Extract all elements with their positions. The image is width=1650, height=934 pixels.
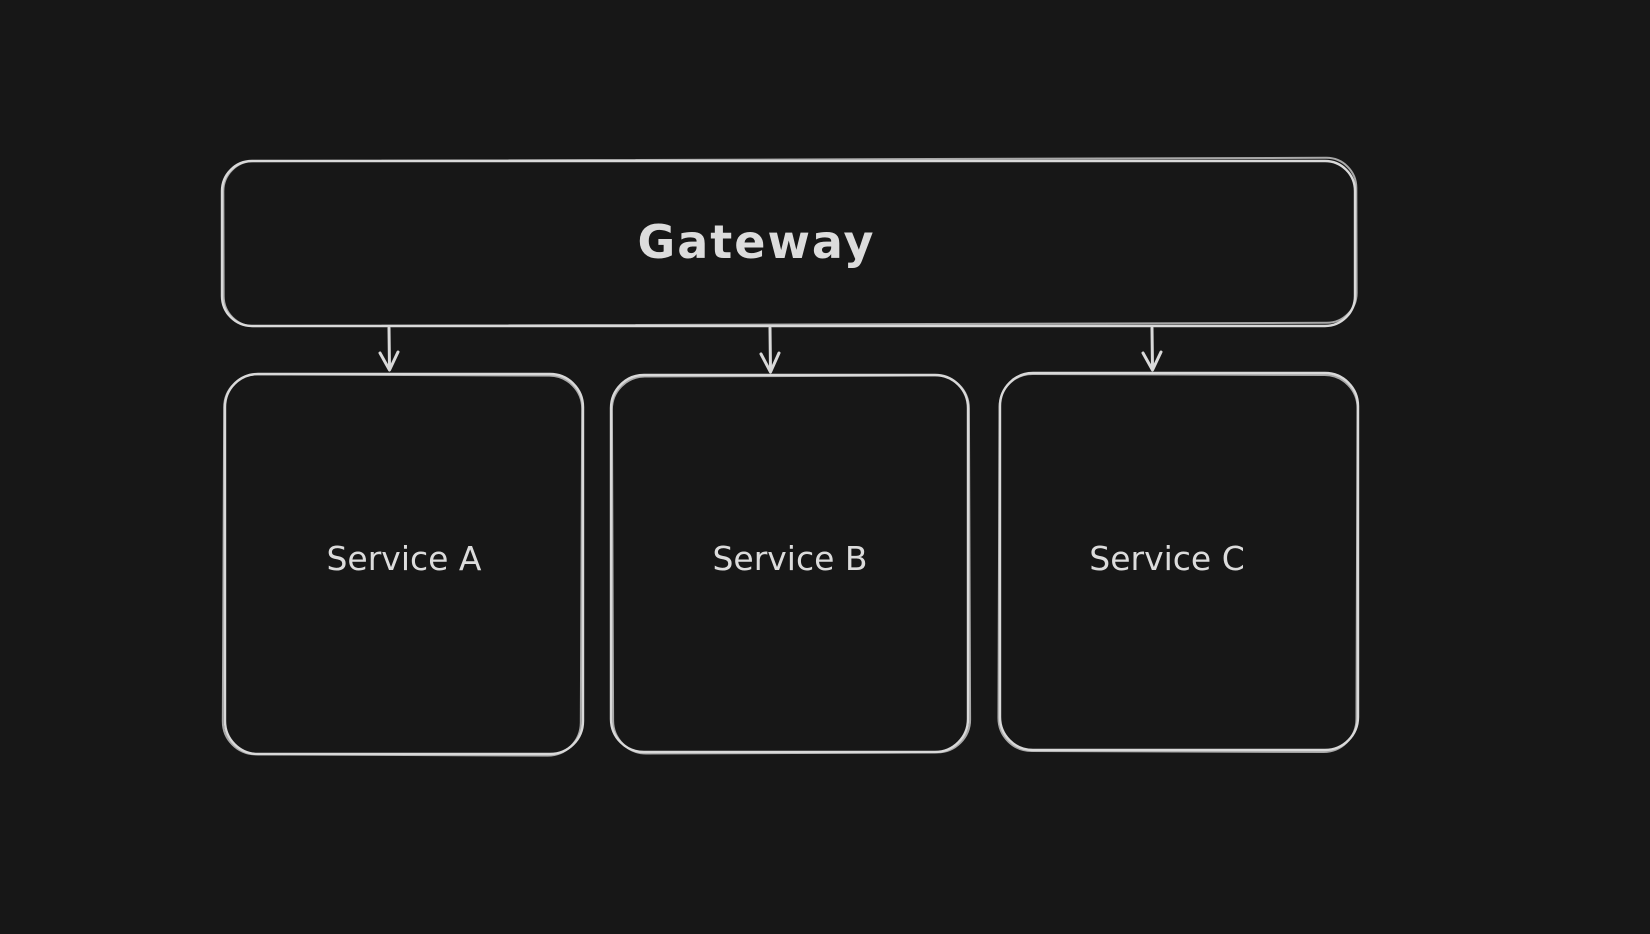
node-gateway[interactable] [220,156,1358,328]
gateway-box[interactable] [220,159,1357,328]
edge-gateway-service-a[interactable] [378,326,400,372]
edge-a-arrowhead-icon [378,350,400,372]
edge-b-stem [768,326,772,373]
node-service-b[interactable] [609,373,972,755]
service-c-box[interactable] [998,371,1360,752]
node-service-c[interactable] [997,371,1360,754]
node-label-gateway[interactable]: Gateway [637,215,876,269]
node-label-service-a[interactable]: Service A [326,539,482,578]
edge-b-arrowhead-icon [759,351,781,374]
node-service-a[interactable] [221,372,585,757]
edge-c-stem [1150,326,1154,371]
gateway-box-sketch-stroke [222,156,1358,328]
edge-c-arrowhead-icon [1141,350,1163,372]
node-label-service-b[interactable]: Service B [712,539,868,578]
edge-gateway-service-b[interactable] [759,326,781,374]
service-b-box[interactable] [609,373,970,754]
edge-gateway-service-c[interactable] [1141,326,1163,372]
node-label-service-c[interactable]: Service C [1089,539,1245,578]
service-a-box[interactable] [223,372,585,756]
edge-a-stem [387,326,391,371]
